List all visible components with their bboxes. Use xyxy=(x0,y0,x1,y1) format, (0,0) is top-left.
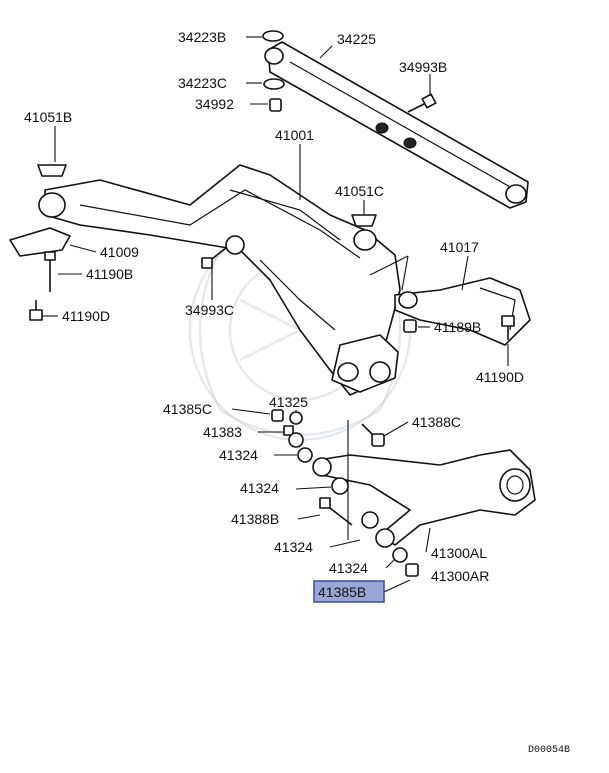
washer-41324-b[interactable] xyxy=(331,477,349,495)
label-41190b[interactable]: 41190B xyxy=(86,266,133,282)
nut-34992[interactable] xyxy=(269,98,282,112)
washer-41325[interactable] xyxy=(289,411,303,425)
label-41383[interactable]: 41383 xyxy=(203,424,242,440)
label-41300ar[interactable]: 41300AR xyxy=(431,568,489,584)
label-41051b[interactable]: 41051B xyxy=(24,109,72,125)
washer-34223b[interactable] xyxy=(262,30,284,42)
washer-41385c[interactable] xyxy=(271,409,284,422)
washer-41324-c[interactable] xyxy=(361,511,379,529)
label-41324-a[interactable]: 41324 xyxy=(219,447,258,463)
label-41300al[interactable]: 41300AL xyxy=(431,545,487,561)
label-34993c[interactable]: 34993C xyxy=(185,302,234,318)
washer-34223c[interactable] xyxy=(263,78,285,90)
washer-41383[interactable] xyxy=(283,425,294,436)
label-41017[interactable]: 41017 xyxy=(440,239,479,255)
label-41385b[interactable]: 41385B xyxy=(318,584,366,600)
washer-41324-a[interactable] xyxy=(288,432,313,463)
label-41385c[interactable]: 41385C xyxy=(163,401,212,417)
washer-41324-d[interactable] xyxy=(392,547,408,563)
label-41190d-left[interactable]: 41190D xyxy=(62,308,110,324)
label-41324-d[interactable]: 41324 xyxy=(329,560,368,576)
label-41189b[interactable]: 41189B xyxy=(434,319,481,335)
bolt-34993c[interactable] xyxy=(201,247,227,269)
subframe-41001[interactable] xyxy=(38,164,401,396)
label-34223b[interactable]: 34223B xyxy=(178,29,226,45)
bolt-41388b[interactable] xyxy=(319,497,353,526)
highlight-box xyxy=(313,580,385,603)
label-41009[interactable]: 41009 xyxy=(100,244,139,260)
nut-41385b[interactable] xyxy=(405,563,419,577)
lower-arm-41300[interactable] xyxy=(312,449,536,548)
label-41388b[interactable]: 41388B xyxy=(231,511,279,527)
label-34992[interactable]: 34992 xyxy=(195,96,234,112)
mount-41051b[interactable] xyxy=(37,164,67,177)
label-41051c[interactable]: 41051C xyxy=(335,183,384,199)
label-34993b[interactable]: 34993B xyxy=(399,59,447,75)
bracket-41009[interactable] xyxy=(9,227,71,257)
label-41325[interactable]: 41325 xyxy=(269,394,308,410)
label-41388c[interactable]: 41388C xyxy=(412,414,461,430)
label-41324-c[interactable]: 41324 xyxy=(274,539,313,555)
label-41001[interactable]: 41001 xyxy=(275,127,314,143)
bolt-34993b[interactable] xyxy=(407,93,437,113)
upper-arm-41017[interactable] xyxy=(394,277,531,346)
bolt-41388c[interactable] xyxy=(361,423,385,447)
bolt-41190b[interactable] xyxy=(44,251,56,292)
bolt-41190d-right[interactable] xyxy=(501,315,515,340)
diagram-code: D00054B xyxy=(528,745,570,756)
leader-lines xyxy=(42,36,509,593)
mount-41051c[interactable] xyxy=(351,214,377,227)
label-34223c[interactable]: 34223C xyxy=(178,75,227,91)
nut-41189b[interactable] xyxy=(403,319,417,333)
label-41324-b[interactable]: 41324 xyxy=(240,480,279,496)
crossmember-34225[interactable] xyxy=(264,41,529,209)
label-34225[interactable]: 34225 xyxy=(337,31,376,47)
bolt-41190d-left[interactable] xyxy=(29,300,43,321)
label-41190d-right[interactable]: 41190D xyxy=(476,369,524,385)
